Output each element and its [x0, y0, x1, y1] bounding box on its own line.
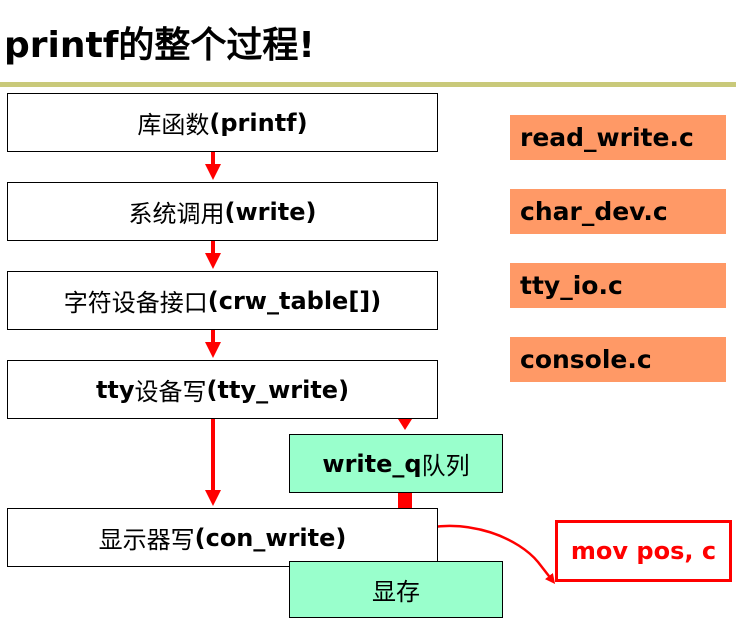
- title-rule: [0, 82, 736, 87]
- file-label-char-dev: char_dev.c: [510, 189, 726, 234]
- page-title: printf的整个过程!: [4, 25, 315, 66]
- library-function-box: 库函数(printf): [7, 93, 438, 152]
- file-label-read-write: read_write.c: [510, 115, 726, 160]
- file-label-tty-io: tty_io.c: [510, 263, 726, 308]
- video-memory-box: 显存: [289, 561, 503, 618]
- system-call-box: 系统调用(write): [7, 182, 438, 241]
- annotation-box: mov pos, c: [555, 520, 732, 582]
- file-label-console: console.c: [510, 337, 726, 382]
- console-write-box: 显示器写(con_write): [7, 508, 438, 567]
- char-device-interface-box: 字符设备接口(crw_table[]): [7, 271, 438, 330]
